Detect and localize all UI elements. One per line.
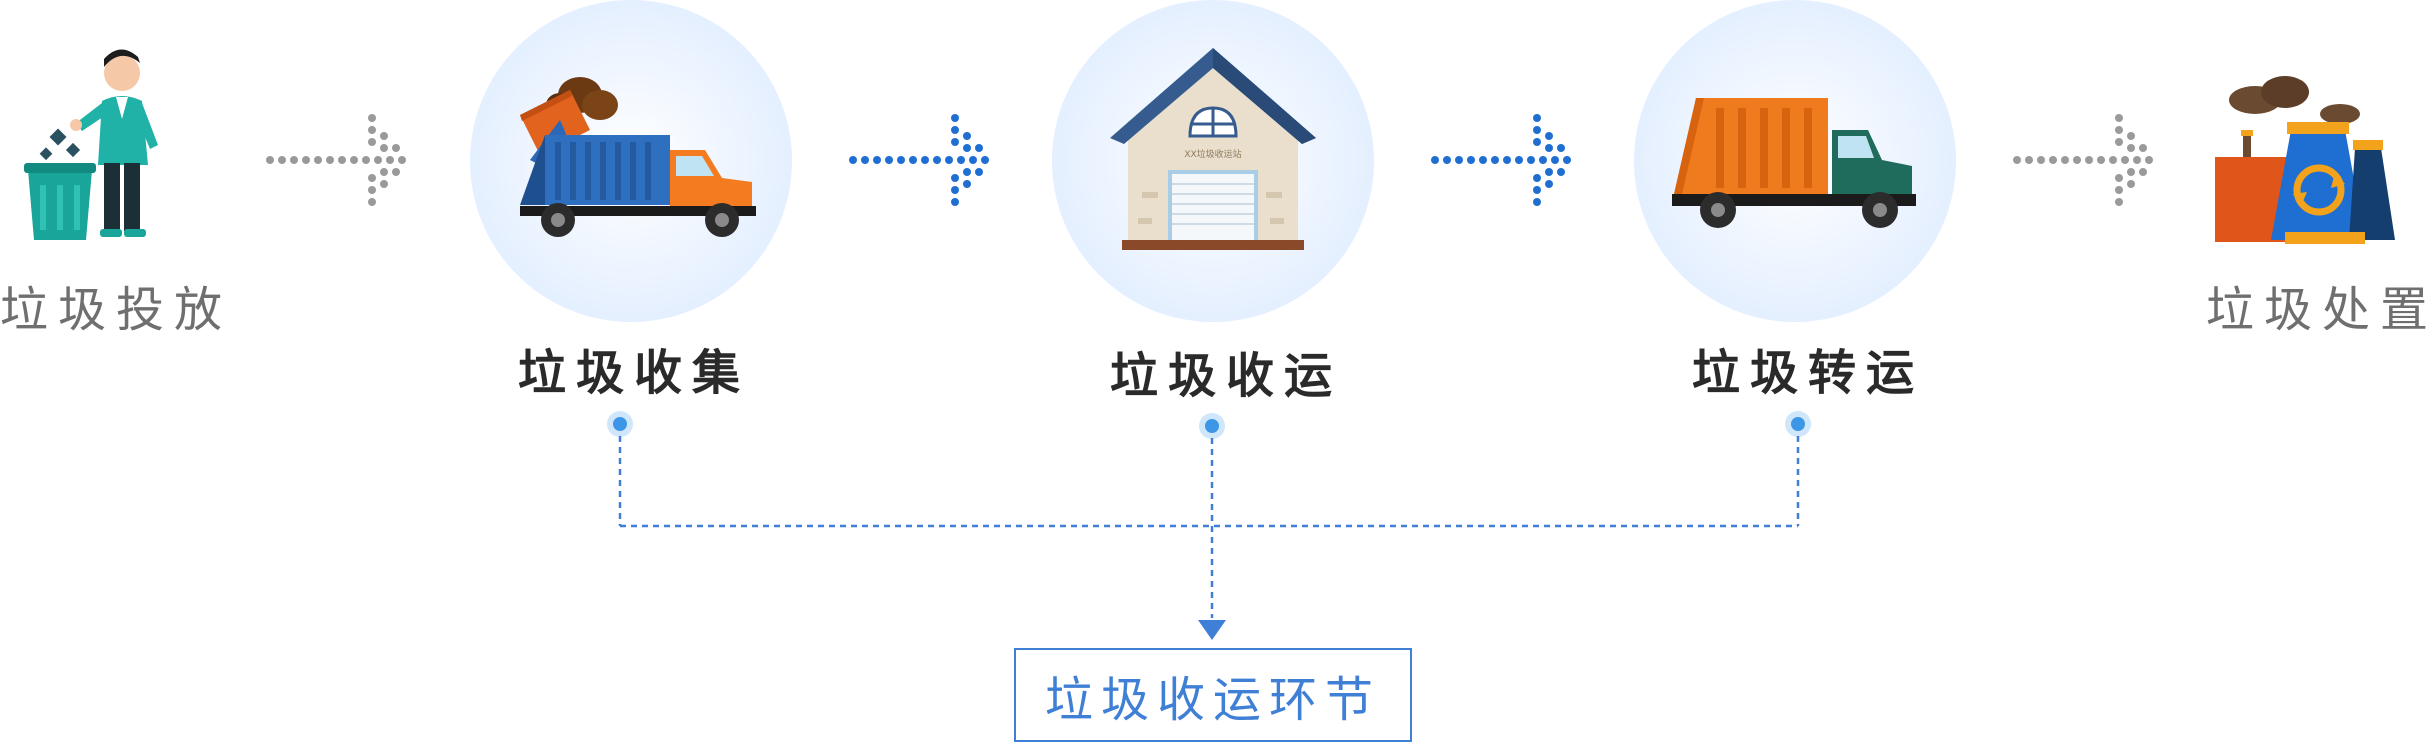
stage-collection-label: 垃圾收集 [518, 345, 751, 401]
summary-box: 垃圾收运环节 [1014, 648, 1412, 742]
treatment-plant-icon [2215, 76, 2395, 244]
arrow-right-icon [1431, 114, 1571, 206]
stage-transfer-label: 垃圾转运 [1692, 345, 1925, 401]
arrow-right-icon [849, 114, 989, 206]
stage-station-label: 垃圾收运 [1110, 348, 1343, 404]
stage-treatment-label: 垃圾处置 [2206, 282, 2426, 338]
down-arrow-icon [1198, 620, 1226, 640]
arrow-right-icon [266, 114, 406, 206]
stage-disposal-label: 垃圾投放 [0, 282, 233, 338]
arrow-right-icon [2013, 114, 2153, 206]
person-bin-icon [24, 49, 158, 240]
summary-label: 垃圾收运环节 [1044, 672, 1381, 728]
dump-truck-icon [1672, 98, 1916, 228]
garbage-collection-truck-icon [520, 77, 756, 237]
station-sign-text: XX垃圾收运站 [1184, 148, 1241, 160]
station-building-icon: XX垃圾收运站 [1110, 48, 1316, 250]
